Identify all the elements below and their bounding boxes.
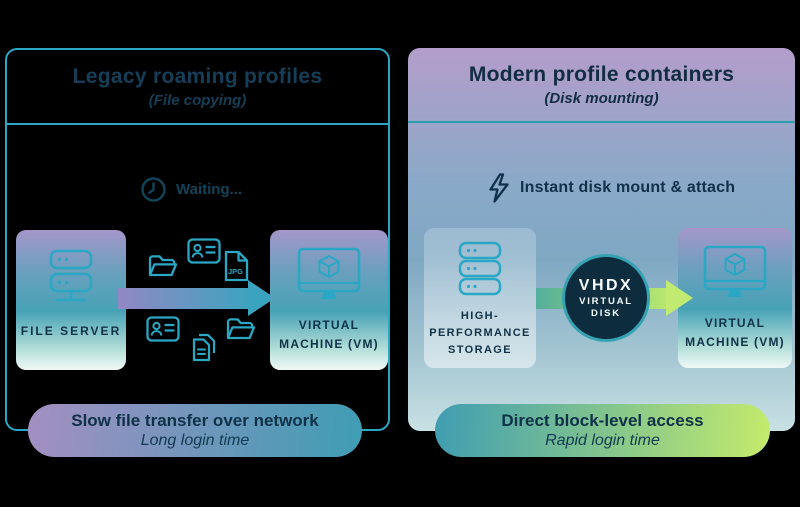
vhdx-disk-label: DISK	[591, 308, 621, 319]
legacy-panel: Legacy roaming profiles (File copying) W…	[5, 48, 390, 431]
vm-label-line1: VIRTUAL	[298, 318, 360, 332]
modern-summary-line2: Rapid login time	[545, 432, 660, 449]
transfer-arrow-shaft	[118, 288, 249, 309]
legacy-vm-box: VIRTUAL MACHINE (VM)	[270, 230, 388, 370]
storage-label: HIGH- PERFORMANCE STORAGE	[429, 308, 531, 359]
mount-label: Instant disk mount & attach	[520, 179, 736, 196]
file-server-label: FILE SERVER	[20, 324, 122, 338]
storage-box: HIGH- PERFORMANCE STORAGE	[424, 228, 536, 368]
modern-panel-subtitle: (Disk mounting)	[544, 89, 659, 107]
modern-panel-header: Modern profile containers (Disk mounting…	[408, 48, 795, 123]
modern-panel: Modern profile containers (Disk mounting…	[408, 48, 795, 431]
modern-summary-line1: Direct block-level access	[501, 411, 704, 430]
vm-label-line2: MACHINE (VM)	[279, 336, 379, 351]
legacy-panel-header: Legacy roaming profiles (File copying)	[7, 50, 388, 125]
id-card-icon	[146, 316, 180, 342]
storage-label-line3: STORAGE	[447, 344, 512, 357]
monitor-cube-icon	[296, 246, 362, 304]
vm-label-line1: VIRTUAL	[704, 316, 766, 330]
file-server-box: FILE SERVER	[16, 230, 126, 370]
legacy-summary-pill: Slow file transfer over network Long log…	[28, 404, 362, 457]
vm-label-line2: MACHINE (VM)	[685, 334, 785, 349]
legacy-vm-label: VIRTUAL MACHINE (VM)	[279, 316, 379, 353]
modern-summary-pill: Direct block-level access Rapid login ti…	[435, 404, 770, 457]
waiting-label: Waiting...	[176, 181, 243, 198]
waiting-status: Waiting...	[140, 176, 242, 203]
jpg-file-icon: JPG	[222, 250, 250, 282]
mount-arrow-head	[666, 280, 693, 316]
mount-status: Instant disk mount & attach	[486, 172, 735, 204]
jpg-badge-text: JPG	[228, 267, 243, 276]
legacy-panel-title: Legacy roaming profiles	[72, 64, 323, 88]
legacy-summary-line1: Slow file transfer over network	[71, 411, 319, 430]
open-folder-icon	[147, 253, 179, 281]
storage-label-line2: PERFORMANCE	[429, 327, 531, 340]
clock-icon	[140, 176, 167, 203]
file-server-icon	[42, 246, 100, 308]
modern-vm-label: VIRTUAL MACHINE (VM)	[685, 314, 785, 351]
lightning-icon	[486, 172, 511, 204]
legacy-summary-line2: Long login time	[140, 432, 250, 449]
storage-label-line1: HIGH-	[460, 310, 500, 322]
vhdx-disk-badge: VHDX VIRTUAL DISK	[562, 254, 650, 342]
vhdx-virtual-label: VIRTUAL	[579, 296, 633, 307]
modern-panel-title: Modern profile containers	[468, 62, 735, 86]
document-copy-icon	[190, 330, 218, 362]
vhdx-label: VHDX	[578, 277, 634, 294]
modern-vm-box: VIRTUAL MACHINE (VM)	[678, 228, 792, 368]
open-folder-icon	[225, 316, 257, 344]
monitor-cube-icon	[702, 244, 768, 302]
storage-server-icon	[451, 240, 509, 298]
id-card-icon	[187, 238, 221, 264]
legacy-panel-subtitle: (File copying)	[148, 91, 247, 109]
